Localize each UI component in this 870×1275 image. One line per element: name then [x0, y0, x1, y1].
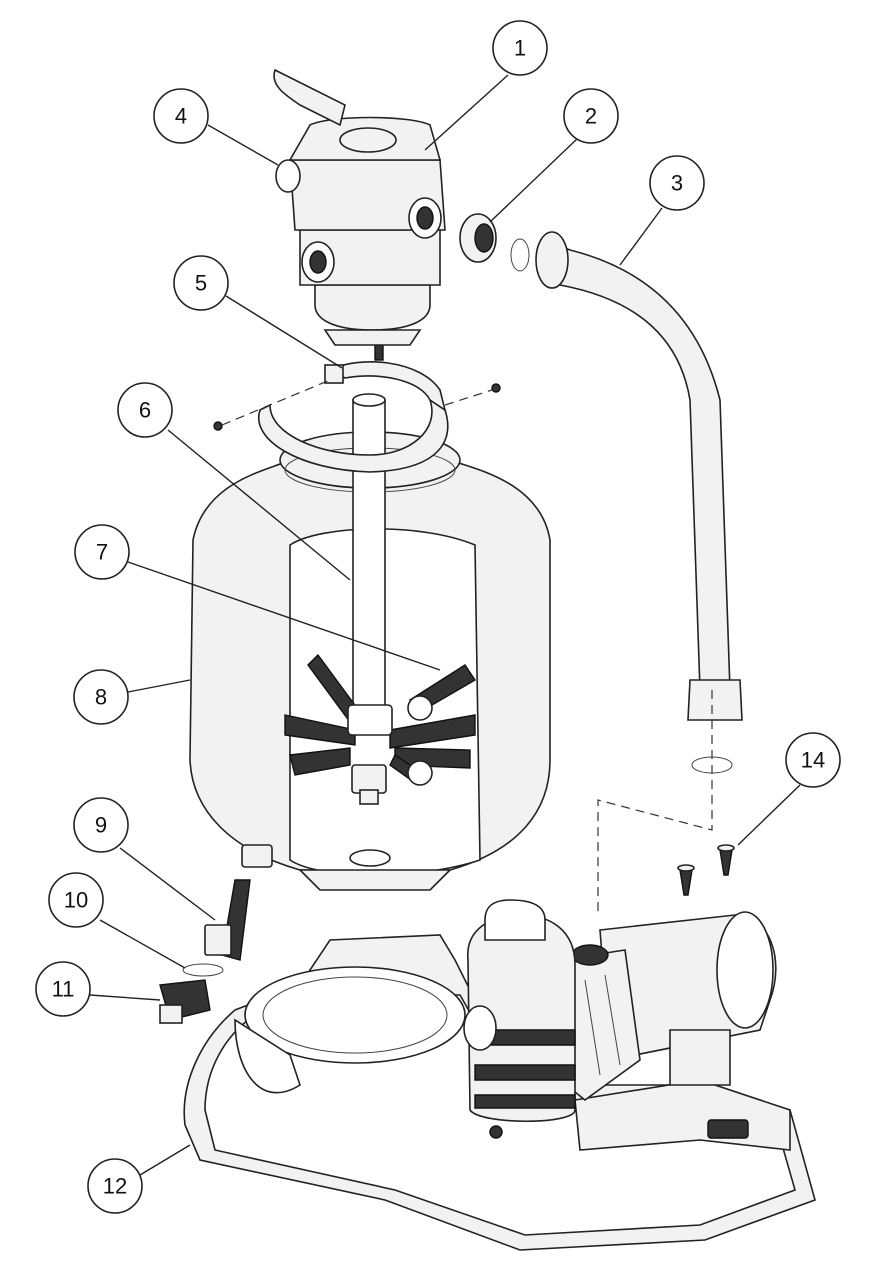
callout-2: 2 [563, 88, 619, 144]
assembly-lines [597, 690, 713, 915]
screws [677, 844, 735, 896]
callout-label: 10 [64, 888, 88, 913]
callout-1: 1 [492, 20, 548, 76]
callout-10: 10 [48, 872, 104, 928]
callout-8: 8 [73, 669, 129, 725]
valve-clamp [213, 341, 501, 473]
callout-label: 12 [103, 1174, 127, 1199]
callout-label: 14 [801, 748, 825, 773]
pump-motor [463, 899, 777, 1139]
callout-label: 11 [52, 977, 75, 1002]
callout-11: 11 [35, 961, 91, 1017]
callout-label: 4 [175, 104, 187, 129]
union-fitting [459, 213, 530, 272]
multiport-valve [273, 68, 446, 346]
callout-5: 5 [173, 255, 229, 311]
callout-label: 1 [514, 36, 526, 61]
standpipe [352, 393, 386, 711]
callout-label: 9 [95, 813, 107, 838]
leader-lines [89, 74, 801, 1176]
callout-label: 7 [96, 540, 108, 565]
drain-assembly [159, 844, 273, 1024]
callout-label: 2 [585, 104, 597, 129]
connection-hose [535, 231, 743, 774]
callout-label: 6 [139, 398, 151, 423]
callout-9: 9 [73, 797, 129, 853]
callout-label: 3 [671, 171, 683, 196]
callout-6: 6 [117, 382, 173, 438]
callout-label: 5 [195, 271, 207, 296]
callout-3: 3 [649, 155, 705, 211]
callout-14: 14 [785, 732, 841, 788]
callout-4: 4 [153, 88, 209, 144]
laterals [284, 653, 476, 805]
callout-12: 12 [87, 1158, 143, 1214]
callout-label: 8 [95, 685, 107, 710]
callout-7: 7 [74, 524, 130, 580]
